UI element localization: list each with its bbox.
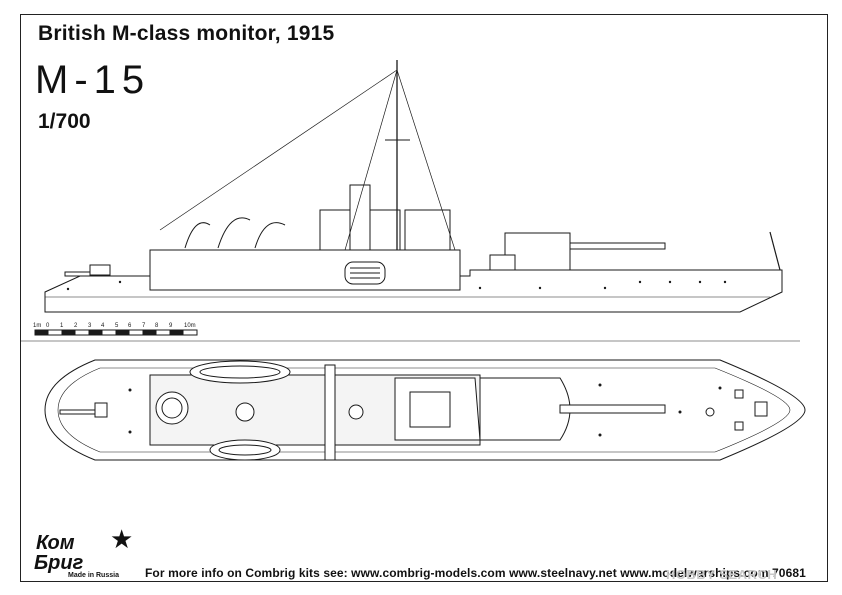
scale-tick-label: 5 — [115, 323, 119, 329]
scale-tick-label: 6 — [128, 323, 132, 329]
star-icon: ★ — [110, 524, 134, 554]
scale-tick-label: 4 — [101, 323, 105, 329]
logo-line-1: Ком — [36, 532, 75, 554]
scale-tick-label: 10m — [184, 323, 196, 329]
sheet-scale: 1/700 — [38, 110, 91, 133]
scale-tick-label: 7 — [142, 323, 146, 329]
side-profile — [44, 60, 783, 313]
scale-tick-label: 1 — [60, 323, 64, 329]
scale-tick-label: 1m — [33, 323, 41, 329]
scale-bar — [20, 329, 800, 342]
scale-tick-label: 3 — [88, 323, 92, 329]
drawing-frame — [20, 14, 828, 582]
sheet-title: British M-class monitor, 1915 — [38, 22, 335, 45]
scale-tick-label: 2 — [74, 323, 78, 329]
scale-tick-label: 9 — [169, 323, 173, 329]
scale-tick-label: 8 — [155, 323, 159, 329]
scale-bar-labels: 1m 0 1 2 3 4 5 6 7 8 9 10m — [33, 323, 196, 329]
logo-line-2: Бриг — [34, 552, 84, 574]
watermark: HOBBY SEARCH — [666, 567, 778, 582]
ship-name: M-15 — [35, 58, 151, 102]
logo-subtitle: Made in Russia — [68, 572, 119, 579]
scale-tick-label: 0 — [46, 323, 50, 329]
combrig-logo: Ком Бриг ★ Made in Russia — [30, 524, 140, 580]
footer-info: For more info on Combrig kits see: www.c… — [145, 566, 806, 580]
plan-view — [44, 359, 806, 461]
